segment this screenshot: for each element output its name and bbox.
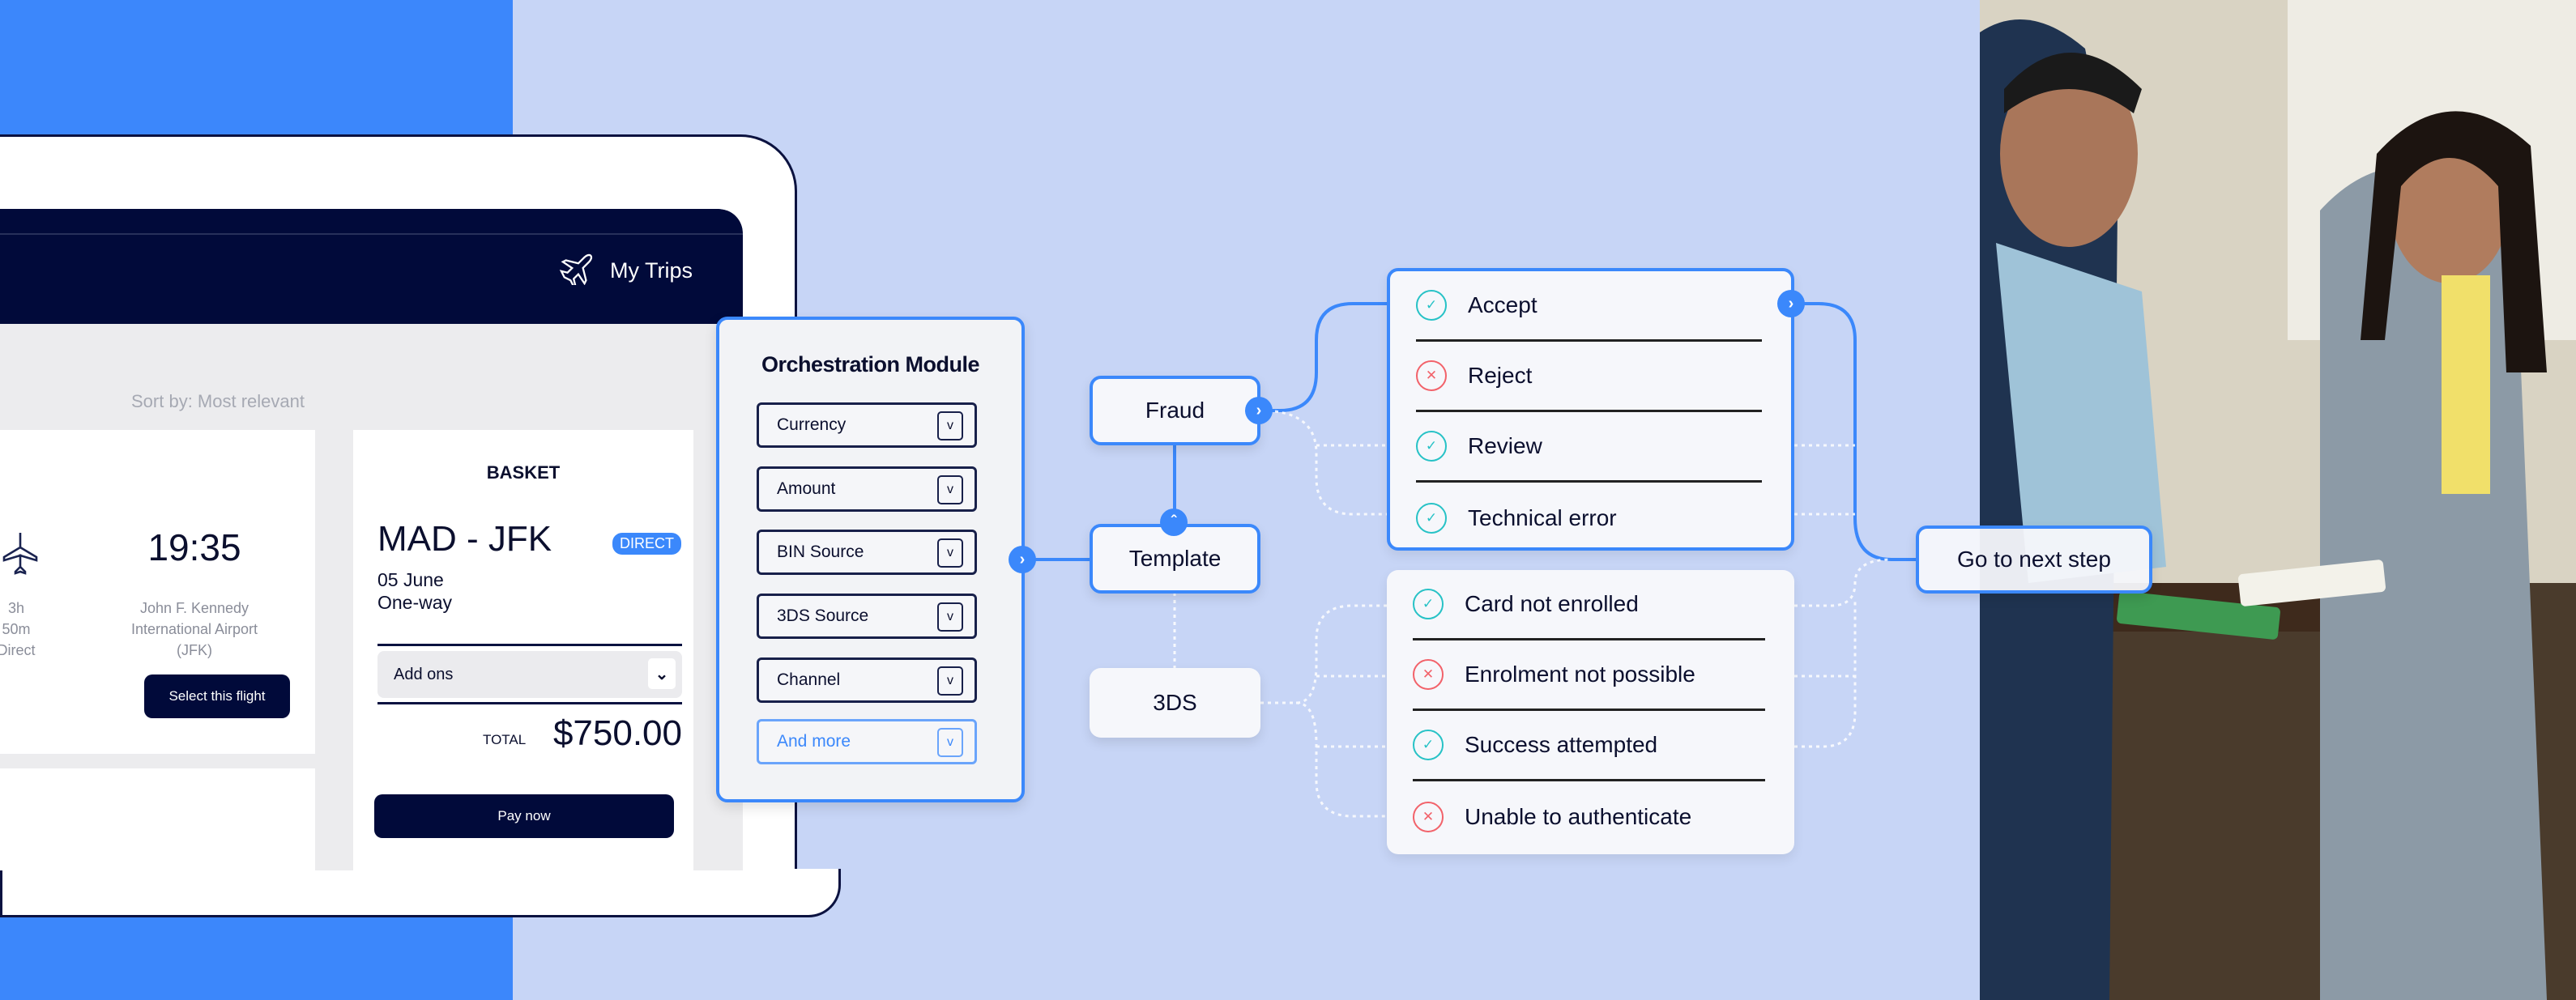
orchestration-title: Orchestration Module xyxy=(761,352,980,377)
pay-now-button[interactable]: Pay now xyxy=(374,794,674,838)
sort-dropdown[interactable]: Sort by: Most relevant xyxy=(131,391,305,411)
chevron-down-icon: v xyxy=(937,602,963,632)
flight-card: 3h 50m Direct 19:35 John F. Kennedy Inte… xyxy=(0,430,315,754)
booking-screen: My Trips Sort by: Most relevant 3h 50m D… xyxy=(0,209,743,870)
chevron-right-icon[interactable]: › xyxy=(1777,290,1805,317)
my-trips-label: My Trips xyxy=(609,258,693,283)
select-label: Amount xyxy=(777,479,836,498)
select-label: And more xyxy=(777,732,851,751)
select-label: Currency xyxy=(777,415,847,434)
arrival-airport: John F. Kennedy International Airport (J… xyxy=(130,600,258,658)
basket-card: BASKET MAD - JFK DIRECT 05 June One-way … xyxy=(353,430,693,870)
flight-card-2 xyxy=(0,768,315,870)
add-ons-dropdown[interactable]: Add ons ⌄ xyxy=(377,651,682,698)
currency-select[interactable]: Currency v xyxy=(757,402,977,448)
cross-icon: ✕ xyxy=(1413,801,1444,832)
chevron-up-icon[interactable]: ˆ xyxy=(1160,509,1188,536)
total-label: TOTAL xyxy=(483,732,527,747)
route: MAD - JFK xyxy=(377,519,552,559)
cross-icon: ✕ xyxy=(1416,360,1447,391)
trip-type: One-way xyxy=(377,592,453,613)
result-label: Enrolment not possible xyxy=(1465,662,1695,687)
fraud-node[interactable]: Fraud xyxy=(1090,376,1260,445)
chevron-down-icon: v xyxy=(937,475,963,504)
result-card-not-enrolled: ✓ Card not enrolled xyxy=(1413,570,1765,640)
check-icon: ✓ xyxy=(1416,502,1447,534)
result-label: Unable to authenticate xyxy=(1465,803,1692,829)
business-people-photo xyxy=(1980,0,2576,1000)
and-more-select[interactable]: And more v xyxy=(757,719,977,764)
channel-select[interactable]: Channel v xyxy=(757,657,977,703)
flight-date: 05 June xyxy=(377,569,444,590)
laptop-base xyxy=(0,869,841,917)
airplane-icon xyxy=(0,531,41,581)
select-flight-button[interactable]: Select this flight xyxy=(144,674,290,718)
direct-badge: DIRECT xyxy=(612,533,681,555)
cross-icon: ✕ xyxy=(1413,659,1444,690)
check-icon: ✓ xyxy=(1413,730,1444,760)
check-icon: ✓ xyxy=(1413,589,1444,619)
select-label: BIN Source xyxy=(777,543,864,561)
arrival-time: 19:35 xyxy=(147,526,241,568)
result-label: Success attempted xyxy=(1465,732,1658,757)
total-price: $750.00 xyxy=(552,713,682,753)
fraud-results-panel: ✓ Accept ✕ Reject ✓ Review ✓ Technical error xyxy=(1387,268,1794,551)
photo-illustration xyxy=(1980,0,2576,1000)
result-label: Technical error xyxy=(1468,504,1617,530)
result-label: Card not enrolled xyxy=(1465,591,1639,616)
header-divider xyxy=(0,233,743,235)
chevron-right-icon[interactable]: › xyxy=(1009,546,1036,573)
divider xyxy=(377,702,682,704)
connector-accept-next xyxy=(1794,302,1916,561)
orchestration-module: Orchestration Module Currency v Amount v B… xyxy=(716,317,1025,802)
3ds-results-panel: ✓ Card not enrolled ✕ Enrolment not possib… xyxy=(1387,570,1794,854)
result-label: Accept xyxy=(1468,292,1537,317)
chevron-right-icon[interactable]: › xyxy=(1245,397,1273,424)
divider xyxy=(377,644,682,646)
chevron-down-icon: v xyxy=(937,411,963,440)
flight-duration: 3h 50m xyxy=(2,600,31,637)
select-label: Channel xyxy=(777,670,841,689)
3ds-source-select[interactable]: 3DS Source v xyxy=(757,594,977,639)
result-technical-error: ✓ Technical error xyxy=(1416,483,1762,553)
chevron-down-icon: v xyxy=(937,538,963,568)
bin-source-select[interactable]: BIN Source v xyxy=(757,530,977,575)
result-label: Reject xyxy=(1468,363,1533,388)
result-success-attempted: ✓ Success attempted xyxy=(1413,711,1765,781)
result-enrolment-not-possible: ✕ Enrolment not possible xyxy=(1413,640,1765,711)
chevron-down-icon: v xyxy=(937,728,963,757)
add-ons-label: Add ons xyxy=(394,665,454,683)
result-review: ✓ Review xyxy=(1416,412,1762,483)
chevron-down-icon: v xyxy=(937,666,963,696)
connector-fraud-accept xyxy=(1260,302,1387,412)
3ds-node[interactable]: 3DS xyxy=(1090,668,1260,738)
check-icon: ✓ xyxy=(1416,290,1447,321)
chevron-down-icon: ⌄ xyxy=(648,658,676,689)
result-label: Review xyxy=(1468,433,1542,458)
select-label: 3DS Source xyxy=(777,606,869,625)
airplane-icon xyxy=(558,251,595,291)
flight-stops: Direct xyxy=(0,642,36,658)
result-reject: ✕ Reject xyxy=(1416,342,1762,412)
amount-select[interactable]: Amount v xyxy=(757,466,977,512)
app-header: My Trips xyxy=(0,209,743,324)
check-icon: ✓ xyxy=(1416,431,1447,462)
my-trips-link[interactable]: My Trips xyxy=(558,251,693,291)
go-to-next-step-node[interactable]: Go to next step xyxy=(1916,526,2152,594)
result-accept: ✓ Accept xyxy=(1416,271,1762,342)
basket-title: BASKET xyxy=(486,462,561,483)
result-unable-to-authenticate: ✕ Unable to authenticate xyxy=(1413,781,1765,852)
